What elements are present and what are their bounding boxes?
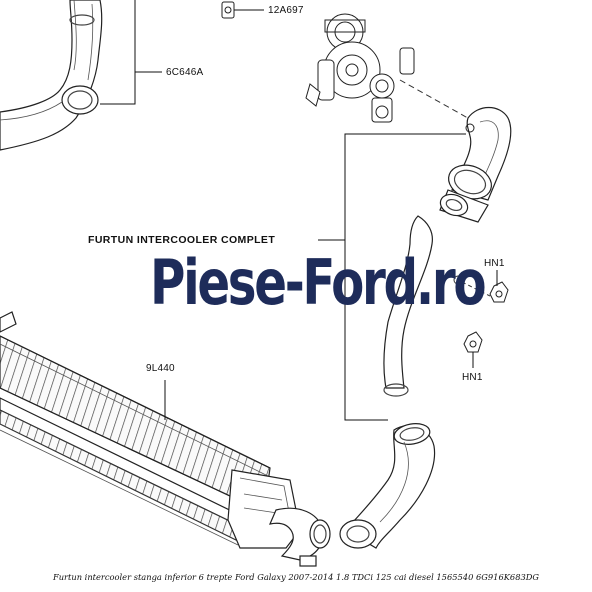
label-6c646a: 6C646A (166, 67, 204, 78)
clip-hn1-upper-drawing (453, 270, 509, 303)
brand-watermark: Piese-Ford.ro (150, 252, 487, 314)
brand-main-text: Piese-Ford (150, 246, 418, 319)
hose-assembly-lower-drawing (339, 423, 436, 549)
turbocharger-drawing (305, 13, 415, 123)
upper-clamp-ring (465, 123, 475, 133)
brand-tld-text: .ro (415, 246, 487, 319)
clip-hn1-lower-drawing (463, 331, 483, 368)
hose-assembly-upper-drawing (439, 106, 512, 223)
hose-assembly-leader (318, 133, 466, 421)
hose-assembly-middle-drawing (383, 215, 433, 397)
label-hn1-lower: HN1 (462, 372, 483, 383)
top-clip-drawing (221, 1, 264, 19)
label-9l440: 9L440 (146, 363, 175, 374)
label-12a697: 12A697 (268, 5, 304, 16)
intercooler-drawing (0, 311, 331, 567)
turbo-dashed-line (399, 79, 476, 123)
label-hn1-upper: HN1 (484, 258, 505, 269)
upper-hose-drawing (0, 0, 103, 151)
upper-hose-leader (100, 0, 162, 105)
diagram-caption: Furtun intercooler stanga inferior 6 tre… (52, 572, 540, 582)
label-hose-assembly: FURTUN INTERCOOLER COMPLET (88, 234, 276, 246)
